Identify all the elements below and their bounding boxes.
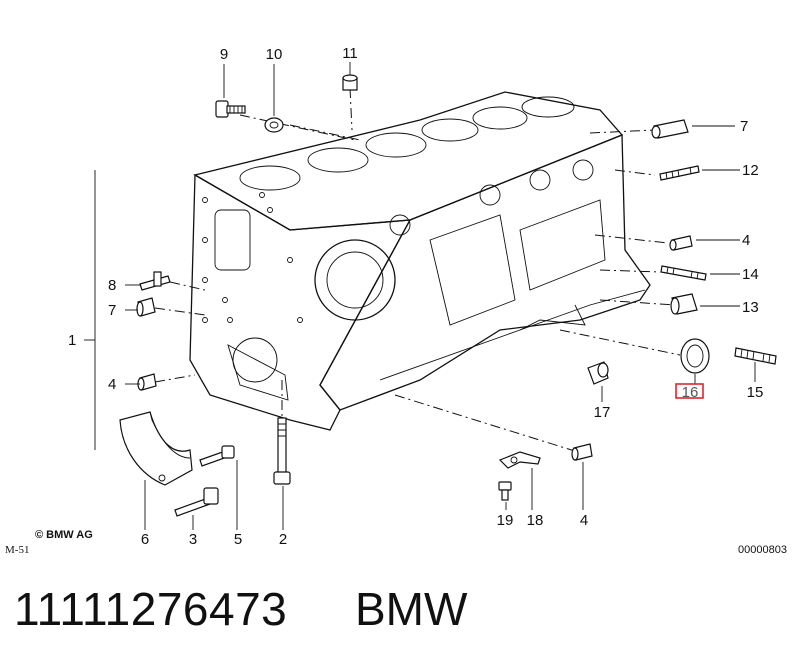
- diagram-code: M-51: [5, 544, 29, 556]
- part-10-washer: [264, 117, 284, 133]
- part-18-bracket: [498, 451, 541, 469]
- part-17-plug: [587, 361, 609, 385]
- callout-3: 3: [189, 531, 197, 548]
- part-9-bolt: [215, 100, 246, 118]
- part-13-sleeve: [670, 293, 698, 315]
- part-11-dowel: [342, 74, 358, 91]
- part-14-stud: [660, 265, 707, 281]
- part-3-bolt: [174, 487, 219, 517]
- part-6-bearing-cap: [119, 411, 193, 486]
- callout-8: 8: [108, 277, 116, 294]
- callout-18: 18: [527, 512, 544, 529]
- part-7-dowel-left: [136, 297, 156, 317]
- part-12-stud: [659, 165, 700, 181]
- callout-16-highlight: [675, 383, 704, 399]
- copyright-text: © BMW AG: [35, 529, 93, 541]
- assembly-center-lines: [154, 87, 681, 453]
- callout-4-bottom: 4: [580, 512, 588, 529]
- leader-lines: [84, 62, 756, 530]
- part-4-dowel-left: [137, 373, 157, 391]
- callout-4-left: 4: [108, 376, 116, 393]
- part-15-stud: [734, 347, 777, 365]
- image-code: 00000803: [738, 544, 787, 556]
- part-4-dowel-bottom: [571, 443, 593, 461]
- brand-name: BMW: [355, 583, 468, 635]
- part-8-stud: [139, 271, 171, 291]
- callout-10: 10: [266, 46, 283, 63]
- callout-2: 2: [279, 531, 287, 548]
- callout-11: 11: [342, 45, 358, 62]
- callout-13: 13: [742, 299, 759, 316]
- callout-15: 15: [747, 384, 764, 401]
- part-2-long-bolt: [273, 417, 291, 485]
- callout-9: 9: [220, 46, 228, 63]
- callout-1: 1: [68, 332, 76, 349]
- callout-labels: 9 10 11 7 12 4 14 13 15 16 17 4 18 19 8 …: [68, 45, 763, 548]
- part-7-dowel-top: [651, 119, 689, 139]
- part-19-screw: [498, 481, 512, 501]
- callout-5: 5: [234, 531, 242, 548]
- engine-block-exploded-diagram: 9 10 11 7 12 4 14 13 15 16 17 4 18 19 8 …: [5, 45, 787, 556]
- callout-6: 6: [141, 531, 149, 548]
- callout-16: 16: [682, 384, 699, 401]
- callout-7-top: 7: [740, 118, 748, 135]
- callout-12: 12: [742, 162, 759, 179]
- part-number: 11111276473: [14, 583, 288, 635]
- callout-14: 14: [742, 266, 759, 283]
- callout-7-left: 7: [108, 302, 116, 319]
- callout-19: 19: [497, 512, 514, 529]
- engine-block: [189, 91, 651, 431]
- callout-4-right: 4: [742, 232, 750, 249]
- callout-17: 17: [594, 404, 611, 421]
- part-16-seal-ring: [680, 338, 710, 374]
- part-5-bolt: [199, 445, 235, 467]
- part-4-dowel-right: [669, 235, 693, 251]
